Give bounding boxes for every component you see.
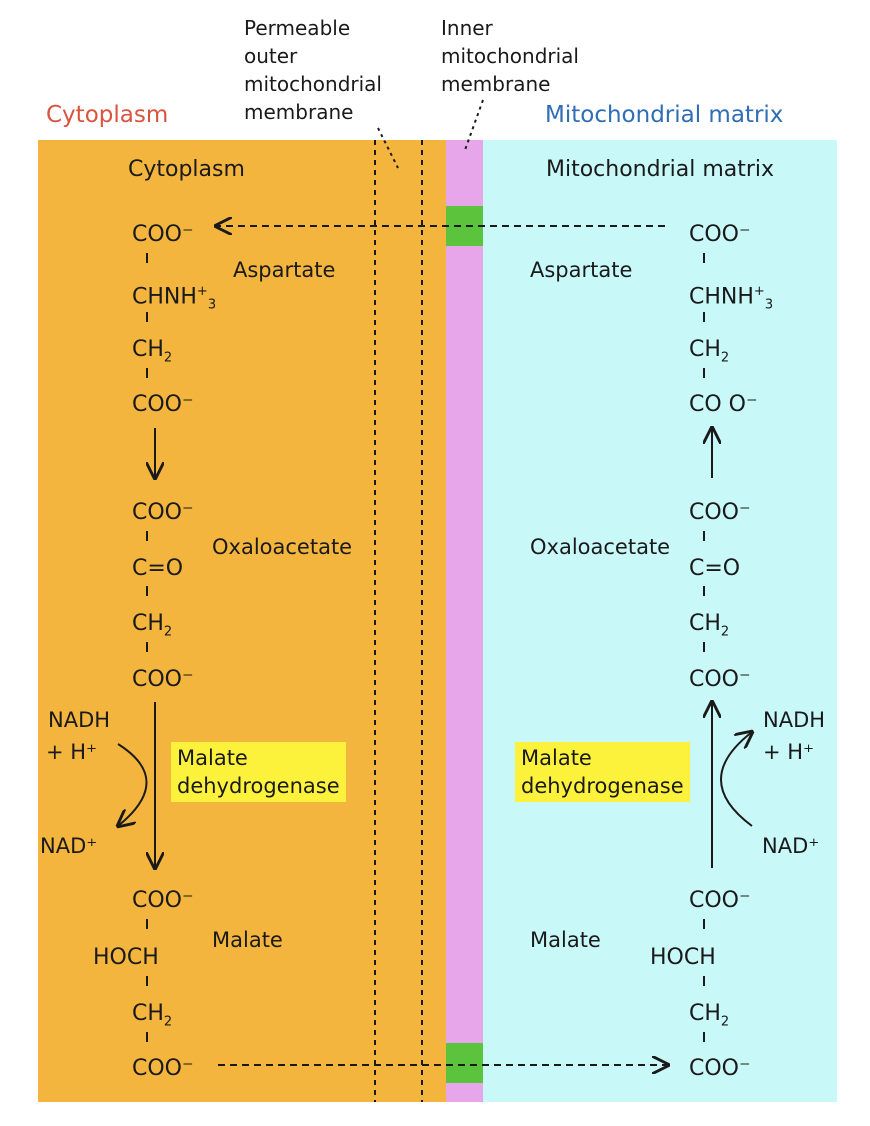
matrix-malate-dehydrogenase-label: Malate dehydrogenase [515,742,690,802]
cyto-asp-coo-top: COO⁻ [132,222,194,247]
matrix-oxaloacetate-label: Oxaloacetate [530,535,671,559]
matrix-header: Mitochondrial matrix [545,102,784,128]
bond [703,531,705,541]
bond [146,586,148,596]
cyto-oxaloacetate-label: Oxaloacetate [212,535,353,559]
cyto-nadh-label: NADH [48,708,111,732]
inner-membrane-leader [464,99,484,151]
cytoplasm-title: Cytoplasm [128,157,245,182]
matrix-nad-curve-arrow [720,732,752,827]
matrix-malate-ch2: CH2 [689,1001,730,1030]
malate-transporter [446,1043,483,1083]
cyto-malate-ch2: CH2 [132,1001,173,1030]
outer-membrane-leader [377,127,399,169]
matrix-malate-label: Malate [530,928,601,952]
inner-membrane-label: Inner mitochondrial membrane [441,16,579,96]
aspartate-transporter [446,206,483,246]
matrix-oaa-coo-top: COO⁻ [689,500,751,525]
matrix-region [483,140,837,1102]
cyto-aspartate-label: Aspartate [233,258,336,282]
matrix-asp-coo-bottom: CO O⁻ [689,392,758,417]
cyto-malate-coo-bottom: COO⁻ [132,1056,194,1081]
matrix-malate-hoch: HOCH [650,945,716,970]
cyto-malate-coo-top: COO⁻ [132,888,194,913]
cyto-asp-chnh3: CHNH+3 [132,284,217,313]
bond [703,642,705,652]
matrix-aspartate-label: Aspartate [530,258,633,282]
bond [146,531,148,541]
bond [146,1032,148,1042]
matrix-nad-plus-label: NAD⁺ [762,834,820,858]
cyto-asp-coo-bottom: COO⁻ [132,392,194,417]
outer-membrane-label: Permeable outer mitochondrial membrane [244,16,382,124]
bond [146,976,148,986]
bond [703,312,705,322]
bond [146,642,148,652]
cytoplasm-header: Cytoplasm [46,102,169,128]
bond [703,976,705,986]
inner-membrane [446,140,483,1102]
matrix-oaa-ch2: CH2 [689,611,730,640]
bond [146,368,148,378]
bond [703,253,705,263]
bond [146,919,148,929]
cyto-h-plus-label: + H⁺ [46,740,98,764]
cyto-asp-ch2: CH2 [132,337,173,366]
bond [146,312,148,322]
cyto-oaa-coo-top: COO⁻ [132,500,194,525]
cyto-oaa-co: C=O [132,556,184,581]
bond [146,253,148,263]
cyto-oaa-coo-bottom: COO⁻ [132,667,194,692]
matrix-malate-coo-top: COO⁻ [689,888,751,913]
cyto-malate-label: Malate [212,928,283,952]
cytoplasm-region [38,140,446,1102]
matrix-h-plus-label: + H⁺ [763,740,815,764]
matrix-title: Mitochondrial matrix [546,157,775,182]
matrix-malate-coo-bottom: COO⁻ [689,1056,751,1081]
matrix-asp-chnh3: CHNH+3 [689,284,774,313]
cyto-oaa-ch2: CH2 [132,611,173,640]
matrix-oaa-co: C=O [689,556,741,581]
cyto-nadh-curve-arrow [118,743,148,826]
matrix-asp-coo-top: COO⁻ [689,222,751,247]
bond [703,368,705,378]
bond [703,1032,705,1042]
matrix-oaa-coo-bottom: COO⁻ [689,667,751,692]
cyto-malate-hoch: HOCH [93,945,159,970]
matrix-asp-ch2: CH2 [689,337,730,366]
bond [703,919,705,929]
cyto-malate-dehydrogenase-label: Malate dehydrogenase [171,742,346,802]
bond [703,586,705,596]
matrix-nadh-label: NADH [763,708,826,732]
cyto-nad-plus-label: NAD⁺ [40,834,98,858]
